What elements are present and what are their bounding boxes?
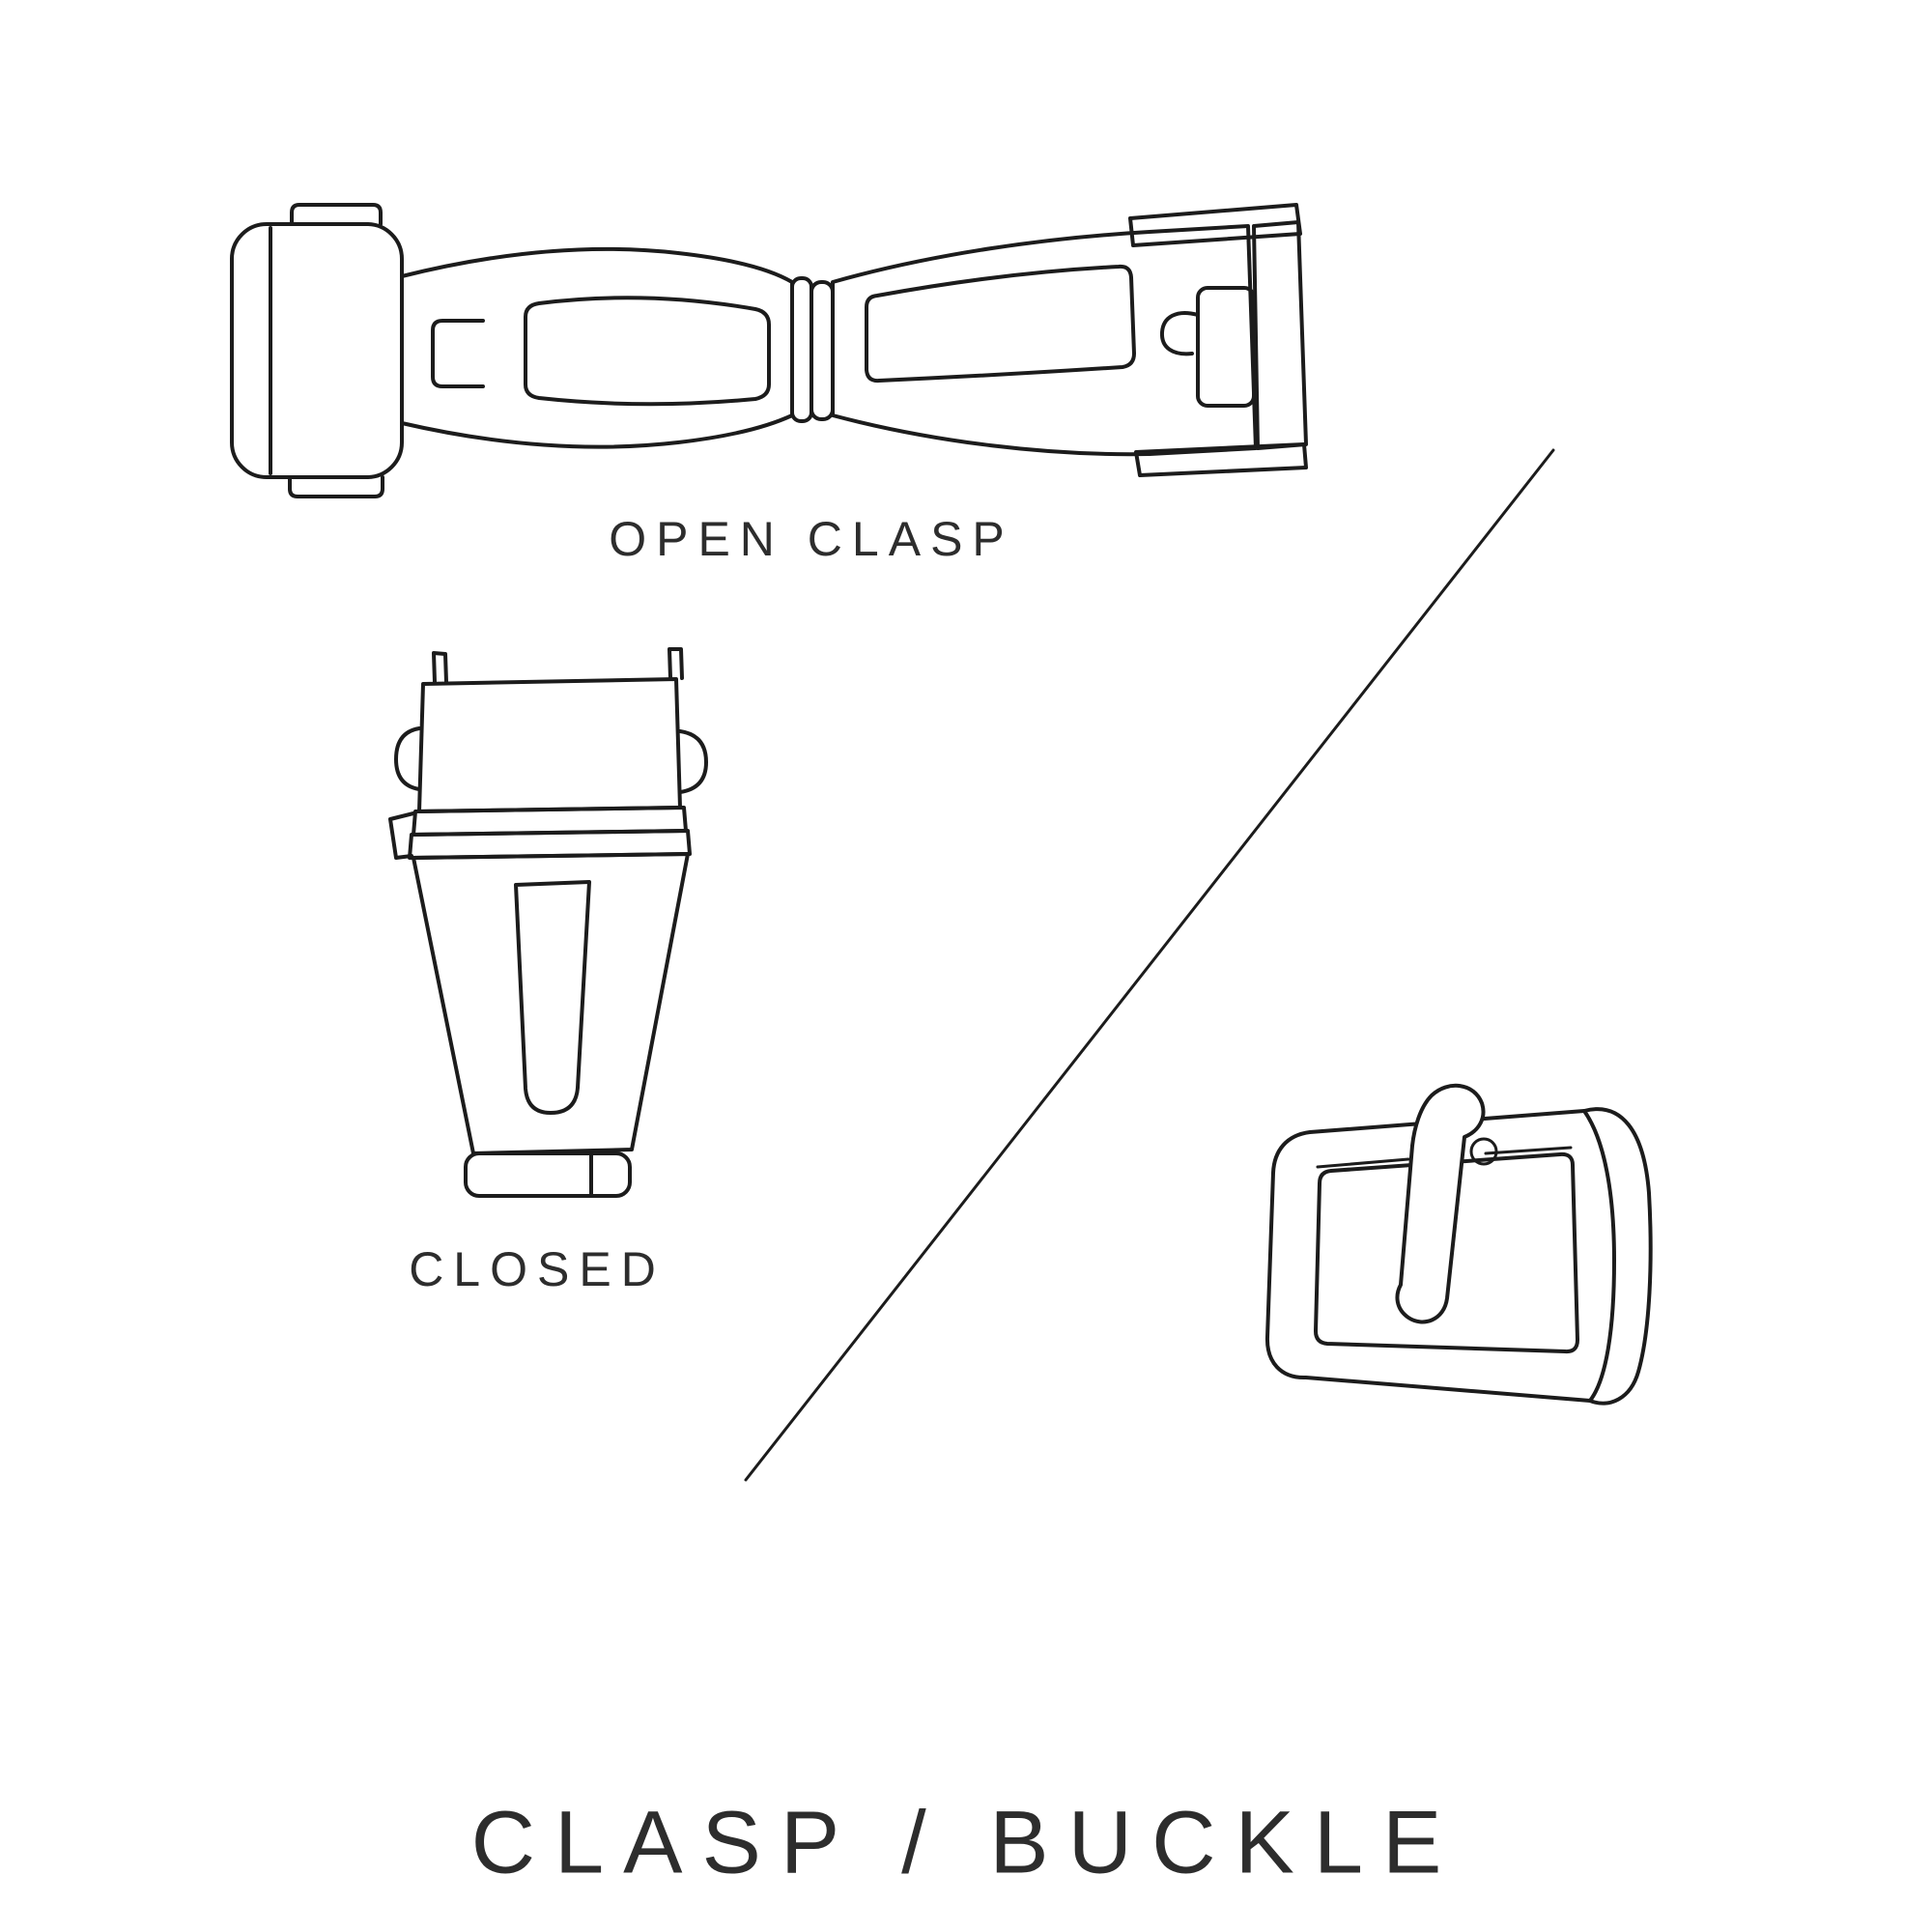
open-clasp-hinge-left bbox=[790, 276, 813, 423]
page-title: CLASP / BUCKLE bbox=[470, 1793, 1462, 1892]
buckle-pin-coil bbox=[1469, 1137, 1498, 1166]
closed-clasp-ear-left bbox=[394, 726, 421, 791]
closed-clasp-prong-right bbox=[668, 647, 684, 680]
closed-clasp-ear-right bbox=[678, 729, 708, 794]
closed-clasp-foot bbox=[464, 1151, 632, 1198]
buckle-pin-bar-right bbox=[1484, 1146, 1573, 1155]
buckle-frame-right-roll bbox=[1582, 1107, 1653, 1406]
open-clasp-right-blade bbox=[831, 224, 1258, 457]
open-clasp-left-blade-notch bbox=[431, 319, 485, 388]
closed-clasp-side-tab bbox=[388, 811, 415, 860]
closed-clasp-body bbox=[412, 852, 690, 1155]
open-clasp-left-cover-bottom-tab bbox=[288, 475, 384, 498]
buckle-frame-outer bbox=[1264, 1109, 1592, 1403]
closed-clasp-prong-left bbox=[432, 651, 448, 684]
diagonal-divider bbox=[744, 448, 1555, 1482]
open-clasp-label: OPEN CLASP bbox=[609, 512, 1014, 566]
open-clasp-catch bbox=[1196, 286, 1256, 408]
buckle-tongue bbox=[1395, 1083, 1486, 1324]
open-clasp-catch-hook bbox=[1159, 311, 1200, 356]
open-clasp-illustration bbox=[230, 203, 1308, 498]
closed-clasp-slot bbox=[514, 880, 591, 1115]
open-clasp-end-cap bbox=[1252, 220, 1308, 450]
open-clasp-left-blade-cutout bbox=[524, 296, 771, 407]
buckle-inner-window bbox=[1314, 1151, 1579, 1354]
open-clasp-right-blade-cutout bbox=[865, 264, 1136, 384]
open-clasp-left-cover bbox=[230, 222, 404, 479]
closed-clasp-illustration bbox=[388, 647, 708, 1198]
buckle-pin-bar-left bbox=[1316, 1157, 1410, 1169]
closed-clasp-top-block bbox=[417, 677, 682, 813]
open-clasp-left-blade bbox=[400, 246, 794, 449]
open-clasp-bottom-flange bbox=[1134, 442, 1308, 477]
open-clasp-hinge-right bbox=[810, 280, 835, 421]
open-clasp-left-cover-top-tab bbox=[290, 203, 383, 226]
tang-buckle-illustration bbox=[1264, 1083, 1653, 1406]
closed-clasp-label: CLOSED bbox=[409, 1242, 666, 1296]
